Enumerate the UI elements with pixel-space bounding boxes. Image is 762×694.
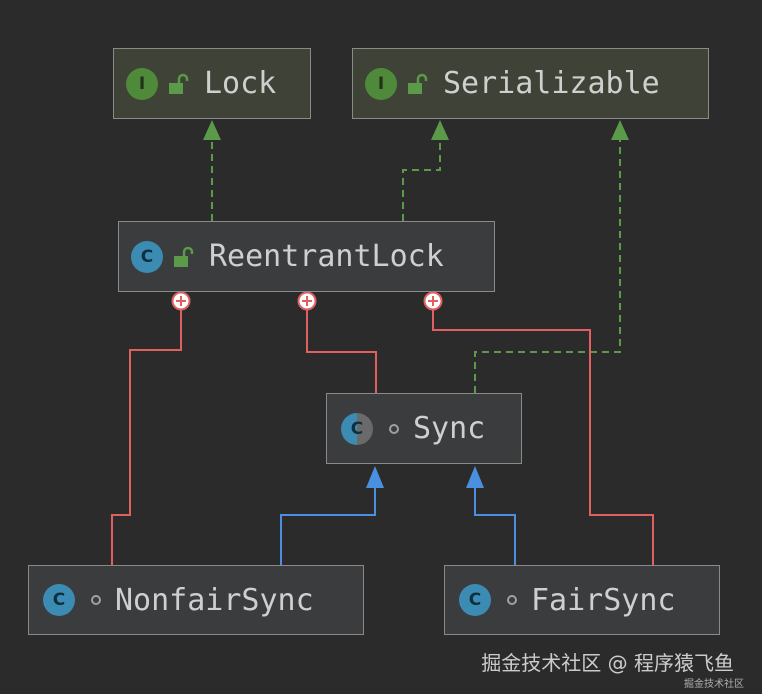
edge-sync-reentrantlock (306, 310, 377, 393)
edge-sync-serializable (474, 138, 621, 393)
abstract-class-icon: C (341, 412, 373, 445)
package-private-icon (389, 423, 399, 434)
node-nonfairsync[interactable]: C NonfairSync (28, 565, 364, 635)
node-label: Lock (204, 66, 277, 101)
unlocked-icon (174, 246, 194, 267)
edge-reentrantlock-serializable (402, 138, 441, 221)
arrowhead-serializable-2 (611, 120, 629, 140)
edge-fairsync-reentrantlock (432, 310, 654, 565)
node-label: ReentrantLock (209, 239, 444, 274)
package-private-icon (507, 595, 517, 605)
node-fairsync[interactable]: C FairSync (444, 565, 720, 635)
node-serializable[interactable]: I Serializable (352, 48, 709, 119)
arrowhead-sync-2 (466, 466, 484, 488)
watermark-small: 掘金技术社区 (684, 679, 744, 690)
unlocked-icon (169, 73, 189, 94)
plus-circle-icon (297, 291, 317, 311)
package-private-icon (91, 595, 101, 605)
node-label: Serializable (443, 66, 660, 101)
edge-fairsync-sync (474, 486, 516, 565)
interface-icon: I (126, 67, 158, 100)
class-icon: C (131, 240, 163, 273)
arrowhead-sync-1 (366, 466, 384, 488)
node-label: FairSync (531, 582, 676, 618)
edge-nonfairsync-reentrantlock (111, 310, 182, 565)
arrowhead-lock (203, 120, 221, 140)
unlocked-icon (408, 73, 428, 94)
node-lock[interactable]: I Lock (113, 48, 311, 119)
interface-icon: I (365, 67, 397, 100)
plus-circle-icon (423, 291, 443, 311)
watermark: 掘金技术社区 @ 程序猿飞鱼 (481, 651, 734, 675)
arrowhead-serializable-1 (431, 120, 449, 140)
inner-class-markers (171, 291, 443, 311)
class-icon: C (459, 584, 491, 616)
plus-circle-icon (171, 291, 191, 311)
node-sync[interactable]: C Sync (326, 393, 522, 464)
edge-nonfairsync-sync (280, 486, 376, 565)
node-label: NonfairSync (115, 582, 314, 618)
node-label: Sync (413, 411, 486, 446)
node-reentrantlock[interactable]: C ReentrantLock (118, 221, 495, 292)
class-icon: C (43, 584, 75, 616)
